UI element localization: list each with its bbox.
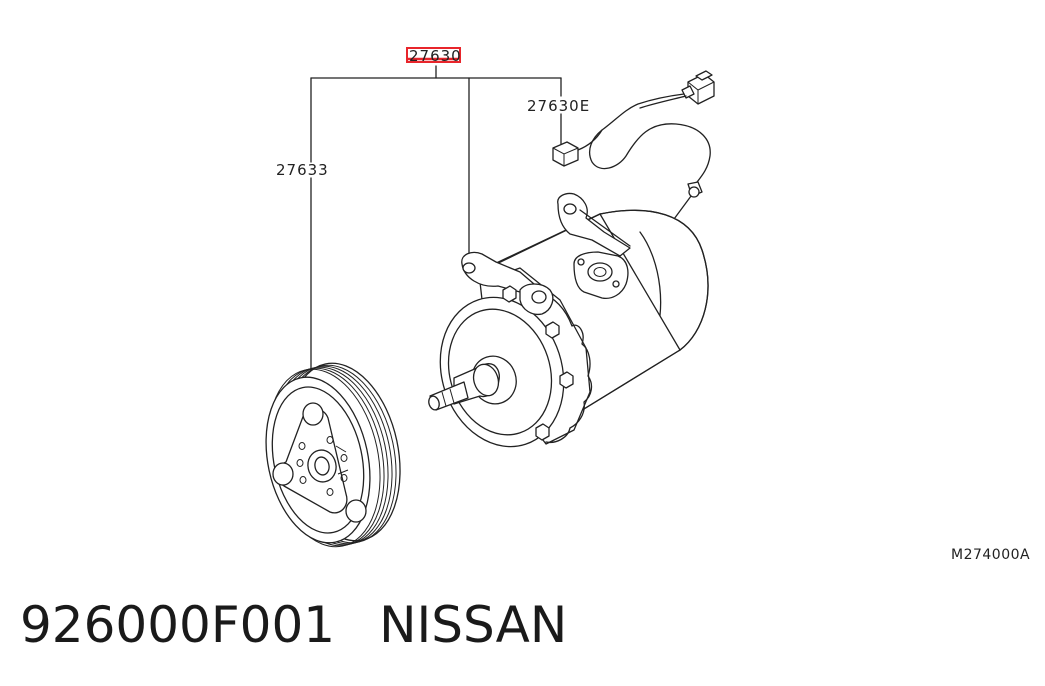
reference-code: M274000A	[951, 547, 1030, 563]
parts-diagram: 27630 27630E 27633	[265, 47, 1030, 563]
clutch-pulley	[265, 362, 401, 548]
part-number: 926000F001	[20, 596, 336, 654]
brand-name: NISSAN	[379, 596, 568, 654]
compressor-body	[428, 192, 709, 448]
callout-harness[interactable]: 27630E	[527, 97, 590, 115]
leader-lines	[310, 65, 695, 379]
callout-assembly[interactable]: 27630	[409, 47, 462, 65]
part-caption: 926000F001 NISSAN	[20, 596, 567, 654]
callout-highlight	[406, 47, 461, 63]
callout-pulley[interactable]: 27633	[276, 161, 329, 179]
